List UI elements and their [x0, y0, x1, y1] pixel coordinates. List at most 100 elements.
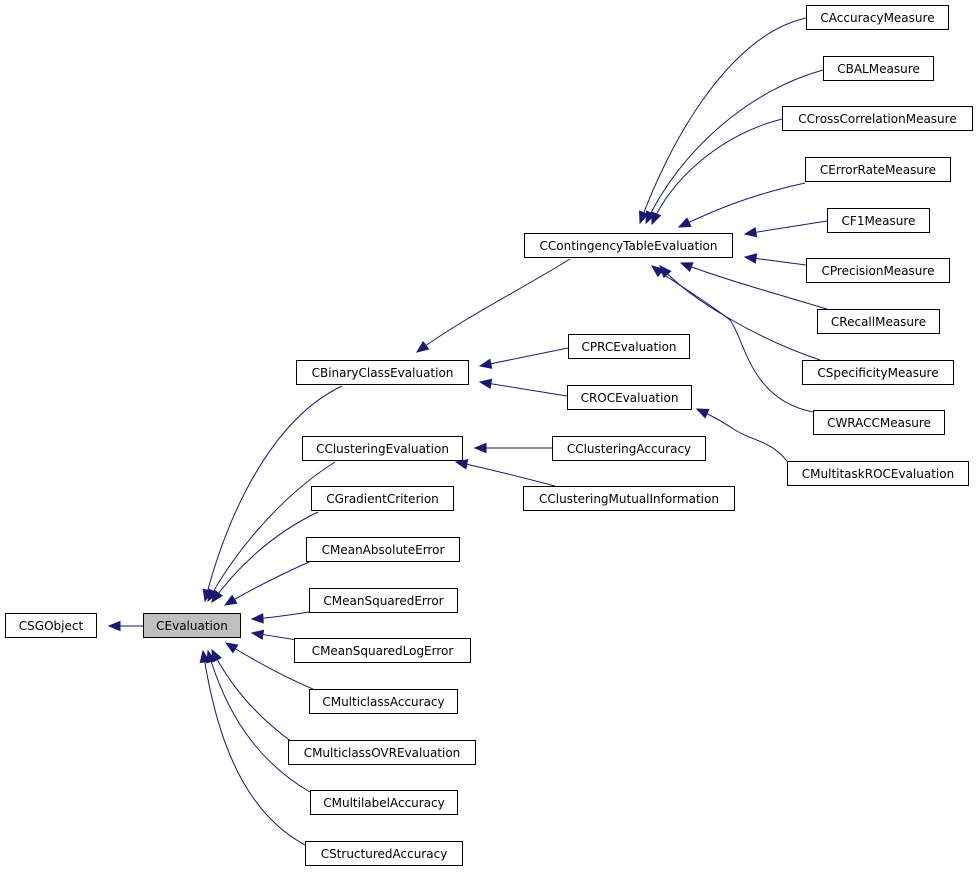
edge-cclusteringmutualinformation-to-cclusteringevaluation [454, 459, 556, 487]
edge-line [479, 347, 569, 367]
class-node-cgradientcriterion[interactable]: CGradientCriterion [311, 486, 454, 511]
class-node-label: CMeanSquaredLogError [311, 643, 454, 658]
edge-cf1measure-to-ccontingencytableevaluation [743, 220, 828, 238]
class-node-label: CClusteringMutualInformation [539, 491, 719, 506]
edge-line [479, 381, 568, 397]
class-node-label: CErrorRateMeasure [819, 162, 937, 177]
class-node-cmeanabsoluteerror[interactable]: CMeanAbsoluteError [306, 537, 460, 562]
class-node-caccuracymeasure[interactable]: CAccuracyMeasure [806, 5, 949, 30]
edge-line [680, 262, 828, 310]
edge-cmultitaskrocevaluation-to-crocevaluation [695, 408, 788, 462]
arrowhead-icon [199, 649, 210, 664]
class-node-label: CMulticlassAccuracy [322, 694, 445, 709]
arrowhead-icon [107, 620, 121, 632]
edge-cbalmeasure-to-ccontingencytableevaluation [645, 69, 824, 225]
class-node-label: CContingencyTableEvaluation [539, 238, 718, 253]
edge-cgradientcriterion-to-cevaluation [211, 511, 319, 604]
edge-cclusteringevaluation-to-cevaluation [207, 461, 336, 603]
edge-line [224, 561, 310, 606]
class-node-label: CSGObject [18, 618, 84, 633]
arrowhead-icon [651, 211, 662, 226]
class-node-cmeansquarederror[interactable]: CMeanSquaredError [309, 588, 458, 613]
edge-cclusteringaccuracy-to-cclusteringevaluation [473, 442, 552, 454]
class-node-cf1measure[interactable]: CF1Measure [827, 208, 930, 233]
arrowhead-icon [454, 459, 469, 470]
class-node-cbalmeasure[interactable]: CBALMeasure [823, 56, 934, 81]
class-node-label: CEvaluation [156, 618, 228, 633]
edge-cmeansquarederror-to-cevaluation [250, 611, 310, 624]
class-node-label: CF1Measure [841, 213, 916, 228]
edge-cmulticlassaccuracy-to-cevaluation [224, 642, 316, 691]
edge-line [659, 265, 821, 361]
arrowhead-icon [206, 649, 217, 664]
arrowhead-icon [743, 253, 758, 264]
class-node-label: CCrossCorrelationMeasure [798, 111, 957, 126]
arrowhead-icon [473, 442, 487, 454]
edge-line [645, 69, 824, 224]
class-node-label: CBinaryClassEvaluation [311, 365, 454, 380]
edge-cmeansquaredlogerror-to-cevaluation [250, 629, 297, 641]
arrowhead-icon [679, 262, 694, 273]
class-node-crecallmeasure[interactable]: CRecallMeasure [817, 309, 940, 334]
class-node-cclusteringaccuracy[interactable]: CClusteringAccuracy [552, 436, 706, 461]
edge-line [211, 511, 319, 603]
edge-line [204, 385, 343, 602]
arrowhead-icon [250, 613, 264, 624]
class-node-cerrorratemeasure[interactable]: CErrorRateMeasure [805, 157, 951, 182]
class-node-cevaluation[interactable]: CEvaluation [143, 613, 241, 638]
class-node-crocevaluation[interactable]: CROCEvaluation [567, 385, 692, 410]
class-node-cmultitaskrocevaluation[interactable]: CMultitaskROCEvaluation [787, 461, 969, 486]
class-node-label: CStructuredAccuracy [320, 846, 448, 861]
edge-cmeanabsoluteerror-to-cevaluation [223, 561, 310, 606]
edge-line [639, 17, 807, 224]
class-node-ccrosscorrelationmeasure[interactable]: CCrossCorrelationMeasure [782, 106, 973, 131]
edge-cerrorratemeasure-to-ccontingencytableevaluation [677, 182, 806, 228]
edge-cevaluation-to-csgobject [107, 620, 143, 632]
edge-cprecisionmeasure-to-ccontingencytableevaluation [743, 253, 807, 266]
class-node-label: CAccuracyMeasure [820, 10, 935, 25]
class-node-cprcevaluation[interactable]: CPRCEvaluation [568, 334, 690, 359]
edge-line [678, 182, 806, 228]
class-node-cmulticlassaccuracy[interactable]: CMulticlassAccuracy [309, 689, 458, 714]
edge-crecallmeasure-to-ccontingencytableevaluation [679, 262, 828, 310]
arrowhead-icon [478, 358, 493, 369]
class-node-csgobject[interactable]: CSGObject [5, 613, 97, 638]
edge-ccontingencytableevaluation-to-cbinaryclassevaluation [415, 258, 571, 353]
class-node-cprecisionmeasure[interactable]: CPrecisionMeasure [806, 258, 950, 283]
edge-line [455, 461, 556, 487]
class-node-cmeansquaredlogerror[interactable]: CMeanSquaredLogError [294, 638, 471, 663]
class-node-label: CClusteringEvaluation [316, 441, 449, 456]
class-node-cmulticlassovrevaluation[interactable]: CMulticlassOVREvaluation [288, 740, 476, 765]
class-node-label: CMeanSquaredError [323, 593, 444, 608]
class-node-ccontingencytableevaluation[interactable]: CContingencyTableEvaluation [524, 233, 733, 258]
arrowhead-icon [415, 340, 430, 353]
class-node-label: CGradientCriterion [326, 491, 439, 506]
class-node-label: CClusteringAccuracy [566, 441, 692, 456]
edge-crocevaluation-to-cbinaryclassevaluation [478, 378, 568, 397]
arrowhead-icon [695, 408, 710, 419]
class-node-cbinaryclassevaluation[interactable]: CBinaryClassEvaluation [296, 360, 469, 385]
class-node-label: CMultitaskROCEvaluation [801, 466, 955, 481]
class-node-label: CBALMeasure [837, 61, 920, 76]
class-node-label: CSpecificityMeasure [817, 365, 939, 380]
class-node-cspecificitymeasure[interactable]: CSpecificityMeasure [802, 360, 954, 385]
arrowhead-icon [224, 642, 239, 654]
class-node-cwraccmeasure[interactable]: CWRACCMeasure [813, 410, 945, 435]
class-node-cmultilabelaccuracy[interactable]: CMultilabelAccuracy [310, 790, 458, 815]
edge-line [744, 220, 828, 235]
edge-line [202, 650, 306, 846]
edge-line [651, 265, 814, 413]
edge-cprcevaluation-to-cbinaryclassevaluation [478, 347, 569, 369]
class-node-cclusteringmutualinformation[interactable]: CClusteringMutualInformation [523, 486, 735, 511]
edge-line [207, 650, 311, 793]
class-node-cclusteringevaluation[interactable]: CClusteringEvaluation [302, 436, 463, 461]
edge-line [696, 408, 788, 462]
edge-line [207, 461, 336, 602]
edge-cwraccmeasure-to-ccontingencytableevaluation [650, 265, 814, 413]
arrowhead-icon [207, 588, 219, 603]
class-node-cstructuredaccuracy[interactable]: CStructuredAccuracy [305, 841, 463, 866]
edge-caccuracymeasure-to-ccontingencytableevaluation [638, 17, 807, 225]
class-node-label: CPrecisionMeasure [821, 263, 935, 278]
